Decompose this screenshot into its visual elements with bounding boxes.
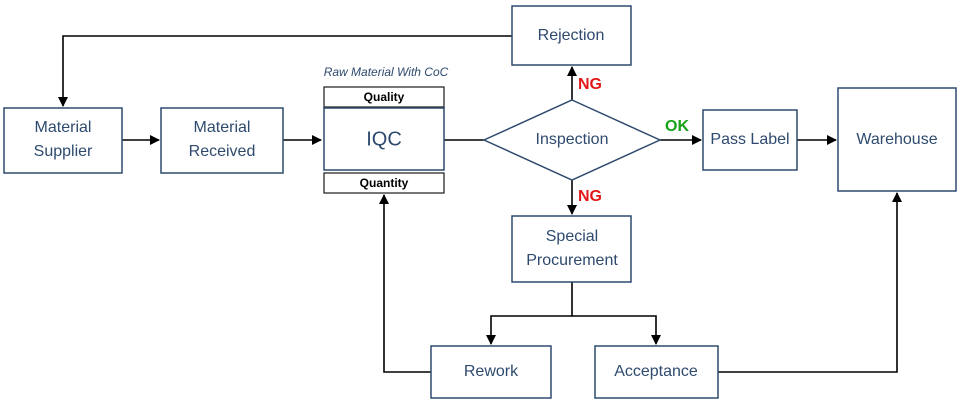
node-inspection: Inspection — [482, 99, 662, 181]
material-supplier-line2: Supplier — [34, 143, 93, 160]
arrow-acceptance-to-warehouse — [718, 192, 902, 373]
material-received-line1: Material — [194, 119, 251, 136]
node-quality: Quality — [323, 86, 445, 108]
quality-label: Quality — [364, 90, 405, 104]
special-procurement-line1: Special — [546, 228, 598, 245]
arrow-rework-to-iqc — [379, 194, 431, 373]
warehouse-label: Warehouse — [856, 131, 937, 148]
special-procurement-line2: Procurement — [526, 252, 618, 269]
inspection-label: Inspection — [536, 131, 609, 148]
material-supplier-line1: Material — [35, 119, 92, 136]
node-rejection: Rejection — [511, 5, 632, 66]
rework-label: Rework — [464, 363, 519, 380]
node-warehouse: Warehouse — [837, 87, 957, 192]
node-pass-label: Pass Label — [702, 109, 798, 171]
node-iqc: IQC — [323, 107, 445, 171]
raw-material-caption: Raw Material With CoC — [324, 65, 449, 79]
arrow-special-to-rework — [486, 282, 573, 345]
quantity-label: Quantity — [360, 176, 409, 190]
node-rework: Rework — [430, 345, 552, 399]
connectors — [58, 35, 902, 373]
arrow-special-to-acceptance — [572, 315, 661, 345]
node-special-procurement: Special Procurement — [511, 215, 632, 283]
ng-label-lower: NG — [578, 188, 602, 205]
node-quantity: Quantity — [323, 172, 445, 194]
acceptance-label: Acceptance — [614, 363, 698, 380]
ok-label: OK — [665, 118, 689, 135]
rejection-label: Rejection — [538, 27, 605, 44]
node-material-received: Material Received — [160, 107, 284, 174]
node-material-supplier: Material Supplier — [3, 107, 123, 174]
iqc-label: IQC — [366, 128, 402, 150]
node-acceptance: Acceptance — [594, 345, 719, 399]
pass-label-label: Pass Label — [710, 131, 789, 148]
material-received-line2: Received — [189, 143, 256, 160]
arrow-rejection-to-supplier — [58, 35, 512, 107]
ng-label-upper: NG — [578, 76, 602, 93]
